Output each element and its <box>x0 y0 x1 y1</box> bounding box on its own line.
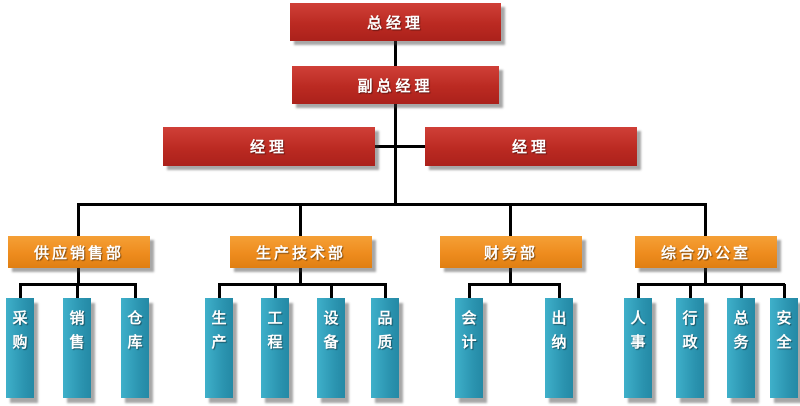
node-label: 经理 <box>249 138 288 156</box>
node-unit-equipment: 设备 <box>317 298 345 398</box>
node-label: 供应销售部 <box>33 243 124 262</box>
node-unit-accounting: 会计 <box>455 298 483 398</box>
connector-line <box>76 284 79 298</box>
connector-line <box>218 283 387 286</box>
node-dept-finance: 财务部 <box>440 236 582 268</box>
node-unit-sales: 销售 <box>63 298 91 398</box>
connector-line <box>704 203 707 237</box>
connector-line <box>509 268 512 284</box>
node-label: 仓库 <box>125 310 144 358</box>
node-dept-supply-sales: 供应销售部 <box>8 236 150 268</box>
node-label: 经理 <box>511 138 550 156</box>
connector-line <box>637 284 640 298</box>
node-label: 采购 <box>10 310 29 358</box>
connector-line <box>77 203 80 237</box>
connector-line <box>740 284 743 298</box>
node-general-manager: 总经理 <box>290 3 501 41</box>
node-deputy-general-manager: 副总经理 <box>292 66 499 104</box>
connector-line <box>637 283 785 286</box>
node-label: 生产技术部 <box>255 243 346 262</box>
node-dept-production-tech: 生产技术部 <box>230 236 372 268</box>
node-label: 总务 <box>731 310 750 358</box>
node-unit-production: 生产 <box>205 298 233 398</box>
node-label: 设备 <box>321 310 340 358</box>
connector-line <box>468 283 561 286</box>
node-label: 工程 <box>265 310 284 358</box>
connector-line <box>689 284 692 298</box>
connector-line <box>468 284 471 298</box>
node-manager-left: 经理 <box>163 127 375 166</box>
node-label: 会计 <box>459 310 478 358</box>
connector-line <box>274 284 277 298</box>
node-unit-hr: 人事 <box>624 298 652 398</box>
node-label: 总经理 <box>366 13 424 32</box>
node-unit-quality: 品质 <box>371 298 399 398</box>
node-label: 财务部 <box>483 243 538 262</box>
connector-line <box>77 203 707 206</box>
node-label: 副总经理 <box>357 76 434 95</box>
node-label: 销售 <box>67 310 86 358</box>
node-label: 安全 <box>774 310 793 358</box>
connector-line <box>394 40 397 68</box>
connector-line <box>134 284 137 298</box>
connector-line <box>704 268 707 284</box>
node-label: 人事 <box>628 310 647 358</box>
connector-line <box>394 103 397 206</box>
node-label: 出纳 <box>549 310 568 358</box>
node-unit-engineering: 工程 <box>261 298 289 398</box>
node-label: 品质 <box>375 310 394 358</box>
connector-line <box>558 284 561 298</box>
connector-line <box>384 284 387 298</box>
node-manager-right: 经理 <box>425 127 637 166</box>
node-label: 生产 <box>209 310 228 358</box>
connector-line <box>77 268 80 284</box>
connector-line <box>19 284 22 298</box>
connector-line <box>218 284 221 298</box>
connector-line <box>299 268 302 284</box>
node-label: 综合办公室 <box>660 243 751 262</box>
node-unit-cashier: 出纳 <box>545 298 573 398</box>
node-unit-general-affairs: 总务 <box>727 298 755 398</box>
node-label: 行政 <box>680 310 699 358</box>
connector-line <box>373 145 427 148</box>
node-dept-general-office: 综合办公室 <box>635 236 777 268</box>
connector-line <box>509 203 512 237</box>
node-unit-administration: 行政 <box>676 298 704 398</box>
connector-line <box>330 284 333 298</box>
connector-line <box>299 203 302 237</box>
node-unit-warehouse: 仓库 <box>121 298 149 398</box>
node-unit-purchasing: 采购 <box>6 298 34 398</box>
connector-line <box>783 284 786 298</box>
node-unit-safety: 安全 <box>770 298 798 398</box>
